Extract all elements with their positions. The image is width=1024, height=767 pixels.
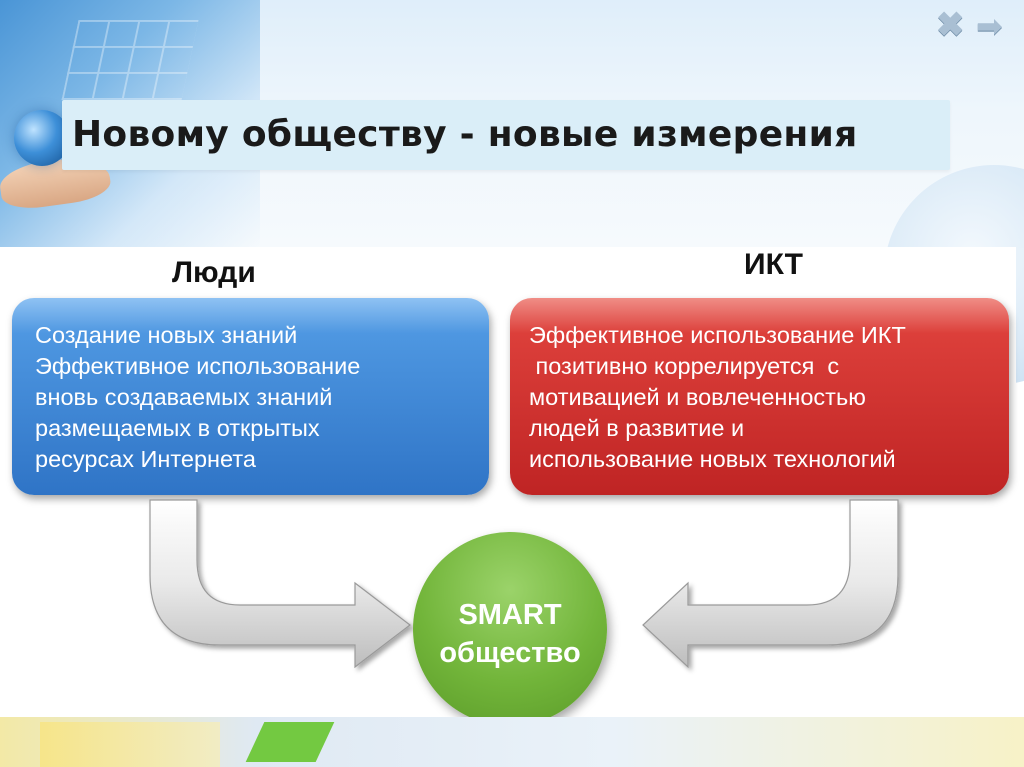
ict-line: мотивацией и вовлеченностью bbox=[529, 384, 866, 410]
ict-line: Эффективное использование ИКТ bbox=[529, 322, 906, 348]
people-line: ресурсах Интернета bbox=[35, 446, 256, 472]
left-label: Люди bbox=[172, 256, 256, 289]
close-icon[interactable]: ✖ bbox=[936, 6, 965, 44]
ict-line: людей в развитие и bbox=[529, 415, 745, 441]
ict-line: позитивно коррелируется с bbox=[529, 353, 840, 379]
right-label: ИКТ bbox=[744, 248, 803, 281]
smart-line-1: SMART bbox=[458, 599, 562, 631]
smart-line-2: общество bbox=[439, 637, 581, 669]
next-arrow-icon[interactable]: ➡ bbox=[976, 8, 1003, 44]
people-line: Эффективное использование bbox=[35, 353, 361, 379]
people-line: размещаемых в открытых bbox=[35, 415, 320, 441]
left-arrow bbox=[149, 499, 411, 669]
right-arrow bbox=[642, 499, 899, 669]
ict-box: Эффективное использование ИКТ позитивно … bbox=[510, 298, 1009, 495]
smart-society-label: SMART общество bbox=[413, 596, 607, 672]
ict-line: использование новых технологий bbox=[529, 446, 896, 472]
people-line: вновь создаваемых знаний bbox=[35, 384, 333, 410]
people-box: Создание новых знаний Эффективное исполь… bbox=[12, 298, 489, 495]
title-banner bbox=[62, 100, 950, 170]
globe-image bbox=[14, 110, 70, 166]
page-title: Новому обществу - новые измерения bbox=[72, 114, 858, 155]
people-line: Создание новых знаний bbox=[35, 322, 298, 348]
smart-society-circle bbox=[413, 532, 607, 726]
bottom-yellow-block bbox=[40, 722, 220, 767]
